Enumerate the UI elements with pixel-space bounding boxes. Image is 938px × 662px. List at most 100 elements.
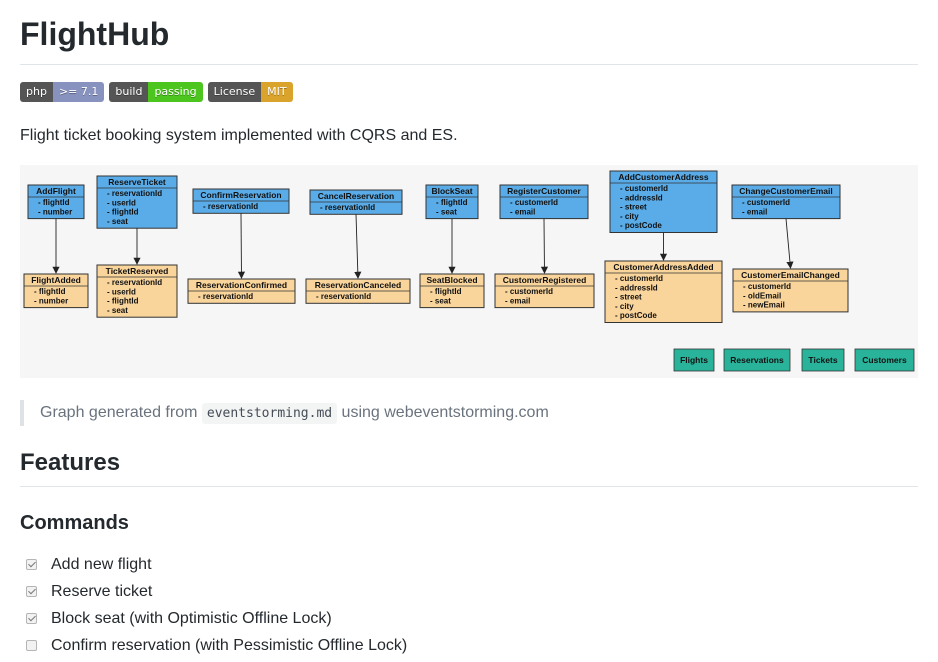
php-version-badge[interactable]: php >= 7.1 — [20, 82, 105, 102]
event-field: - customerId — [505, 287, 553, 296]
command-field: - reservationId — [107, 189, 162, 198]
command-name: AddFlight — [36, 186, 76, 196]
command-field: - number — [38, 207, 72, 216]
event-field: - reservationId — [316, 292, 371, 301]
command-name: BlockSeat — [431, 186, 472, 196]
command-name: CancelReservation — [318, 191, 395, 201]
event-field: - userId — [107, 287, 136, 296]
event-name: CustomerRegistered — [503, 275, 587, 285]
command-sticky: AddFlight - flightId- number — [27, 184, 85, 220]
event-sticky: ReservationConfirmed - reservationId — [187, 278, 296, 304]
task-checkbox[interactable] — [26, 559, 37, 570]
command-sticky: ChangeCustomerEmail- customerId- email — [731, 184, 841, 220]
command-field: - seat — [107, 217, 128, 226]
command-field: - addressId — [620, 193, 663, 202]
command-field: - seat — [436, 207, 457, 216]
title-divider — [20, 64, 918, 65]
event-field: - street — [615, 293, 642, 302]
task-item: Block seat (with Optimistic Offline Lock… — [26, 605, 407, 632]
command-name: ConfirmReservation — [200, 190, 281, 200]
badge-value: >= 7.1 — [52, 82, 105, 102]
badge-value: MIT — [261, 82, 293, 102]
commands-heading: Commands — [20, 512, 129, 534]
event-name: ReservationConfirmed — [196, 280, 287, 290]
badge-value: passing — [148, 82, 203, 102]
event-name: CustomerAddressAdded — [613, 262, 713, 272]
event-name: CustomerEmailChanged — [741, 270, 840, 280]
aggregate-flights: Flights — [673, 348, 715, 372]
command-sticky: ReserveTicket - reservationId- userId- fl… — [96, 175, 178, 229]
event-field: - flightId — [34, 287, 66, 296]
command-name: ReserveTicket — [108, 177, 166, 187]
command-field: - reservationId — [320, 203, 375, 212]
aggregate-label: Flights — [680, 355, 708, 365]
task-checkbox[interactable] — [26, 586, 37, 597]
event-field: - seat — [430, 296, 451, 305]
event-name: TicketReserved — [106, 266, 169, 276]
command-sticky: RegisterCustomer - customerId- email — [499, 184, 589, 220]
task-item: Confirm reservation (with Pessimistic Of… — [26, 632, 407, 659]
task-item: Reserve ticket — [26, 578, 407, 605]
source-file-code: eventstorming.md — [201, 403, 338, 424]
project-description: Flight ticket booking system implemented… — [20, 127, 458, 144]
event-sticky: FlightAdded- flightId- number — [23, 273, 89, 309]
command-field: - customerId — [620, 184, 668, 193]
page-title: FlightHub — [20, 16, 170, 52]
command-field: - street — [620, 203, 647, 212]
event-sticky: ReservationCanceled - reservationId — [305, 278, 411, 304]
badge-row: php >= 7.1 build passing License MIT — [20, 82, 293, 102]
aggregate-customers: Customers — [854, 348, 915, 372]
task-item: Add new flight — [26, 551, 407, 578]
command-event-arrow — [785, 218, 794, 269]
event-field: - flightId — [107, 297, 139, 306]
command-field: - city — [620, 212, 639, 221]
command-field: - flightId — [107, 208, 139, 217]
command-field: - flightId — [436, 198, 468, 207]
event-sticky: SeatBlocked - flightId- seat — [419, 273, 485, 309]
diagram-caption: Graph generated from eventstorming.md us… — [20, 400, 549, 426]
task-checkbox[interactable] — [26, 613, 37, 624]
build-status-badge[interactable]: build passing — [109, 82, 203, 102]
command-field: - customerId — [510, 198, 558, 207]
event-name: SeatBlocked — [426, 275, 477, 285]
aggregate-tickets: Tickets — [801, 348, 845, 372]
event-name: ReservationCanceled — [315, 280, 401, 290]
command-field: - userId — [107, 198, 136, 207]
command-name: AddCustomerAddress — [618, 172, 708, 182]
command-event-arrow — [237, 213, 246, 279]
event-field: - oldEmail — [743, 291, 781, 300]
command-field: - flightId — [38, 198, 70, 207]
features-heading: Features — [20, 449, 121, 476]
command-name: ChangeCustomerEmail — [739, 186, 833, 196]
event-field: - postCode — [615, 311, 657, 320]
event-field: - newEmail — [743, 301, 785, 310]
event-field: - city — [615, 302, 634, 311]
command-sticky: AddCustomerAddress - customerId- addressI… — [609, 170, 718, 233]
command-field: - reservationId — [203, 202, 258, 211]
features-divider — [20, 486, 918, 487]
command-field: - postCode — [620, 221, 662, 230]
command-field: - email — [742, 207, 767, 216]
task-list: Add new flight Reserve ticket Block seat… — [26, 551, 407, 659]
event-field: - reservationId — [198, 292, 253, 301]
license-badge[interactable]: License MIT — [207, 82, 293, 102]
event-sticky: CustomerAddressAdded - customerId- addres… — [604, 260, 723, 323]
task-checkbox[interactable] — [26, 640, 37, 651]
event-field: - addressId — [615, 283, 658, 292]
command-field: - email — [510, 207, 535, 216]
aggregate-label: Reservations — [730, 355, 784, 365]
command-sticky: BlockSeat - flightId- seat — [425, 184, 479, 220]
event-sticky: CustomerRegistered- customerId- email — [494, 273, 595, 309]
command-sticky: ConfirmReservation - reservationId — [192, 188, 290, 214]
event-field: - flightId — [430, 287, 462, 296]
event-field: - number — [34, 296, 68, 305]
event-field: - reservationId — [107, 278, 162, 287]
command-name: RegisterCustomer — [507, 186, 581, 196]
event-sticky: TicketReserved - reservationId- userId- f… — [96, 264, 178, 318]
event-field: - customerId — [743, 282, 791, 291]
aggregate-label: Customers — [862, 355, 907, 365]
event-field: - customerId — [615, 274, 663, 283]
command-sticky: CancelReservation - reservationId — [309, 189, 403, 215]
event-field: - seat — [107, 306, 128, 315]
